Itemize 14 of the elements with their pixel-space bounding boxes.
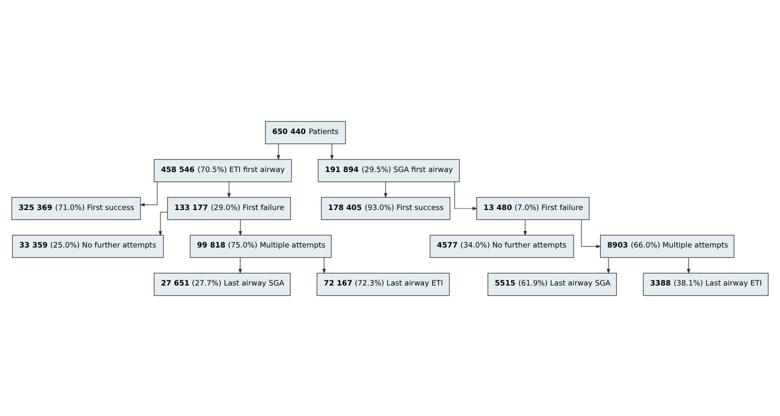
arrow — [454, 181, 478, 210]
arrow — [581, 219, 602, 248]
arrow — [322, 256, 326, 274]
arrow — [140, 180, 158, 206]
arrow — [384, 181, 388, 198]
arrow — [330, 143, 334, 160]
arrow — [158, 211, 168, 236]
arrow — [276, 143, 280, 160]
arrow — [606, 256, 610, 274]
arrow — [523, 219, 527, 236]
arrow — [227, 181, 231, 198]
arrow — [238, 256, 242, 274]
arrow — [686, 256, 690, 274]
arrow — [238, 219, 242, 236]
